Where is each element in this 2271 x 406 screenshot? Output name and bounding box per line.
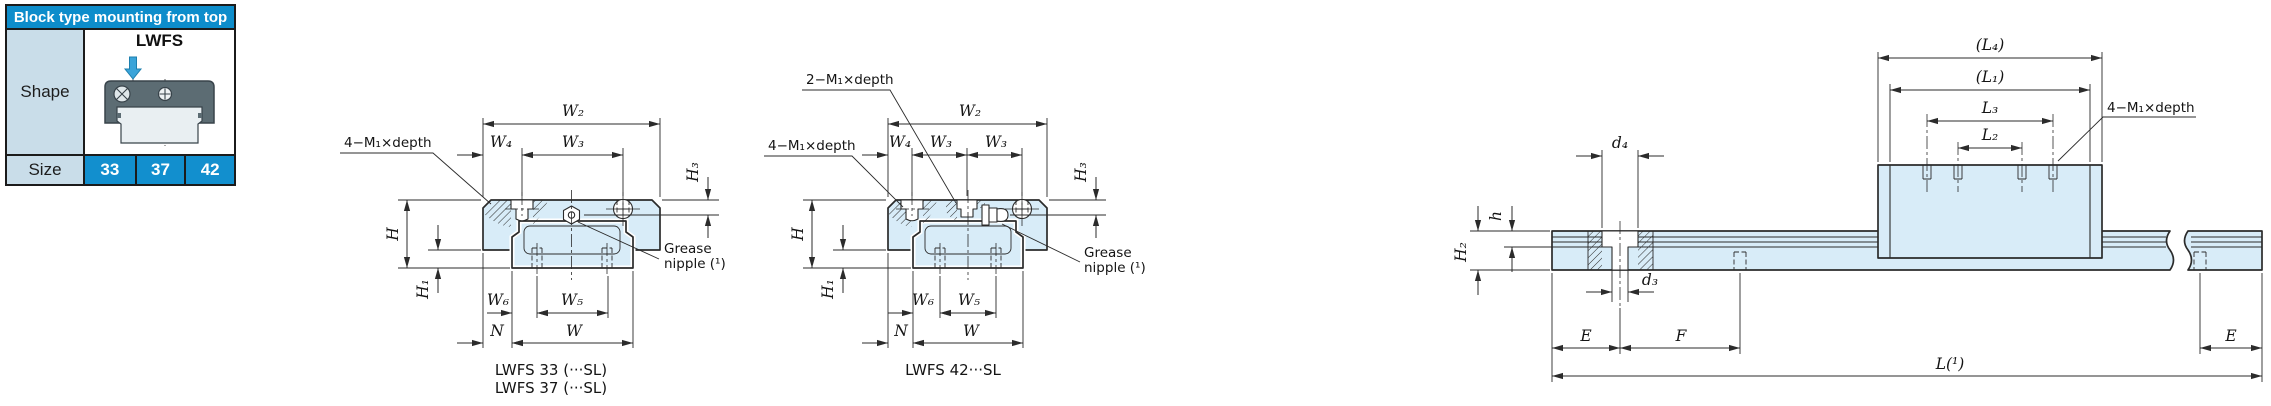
caption-lwfs37: LWFS 37 (···SL) — [495, 379, 607, 397]
mounting-screw-cross — [159, 88, 170, 100]
dim-label-w: W — [963, 322, 980, 340]
lwfs42-block-geometry — [887, 190, 1048, 280]
dim-label-l3: L₃ — [1981, 99, 1999, 117]
dim-label-d3: d₃ — [1642, 271, 1658, 289]
size-options: 33 37 42 — [85, 156, 234, 184]
dim-label-w4: W₄ — [490, 133, 512, 151]
table-header: Block type mounting from top — [7, 6, 234, 30]
dim-label-w3: W₃ — [562, 133, 584, 151]
dim-label-h3: H₃ — [684, 162, 702, 183]
dim-label-n: N — [489, 322, 505, 340]
dim-label-l1: (L₁) — [1976, 68, 2005, 86]
dim-label-h3: H₃ — [1072, 162, 1090, 183]
block-pictogram — [103, 56, 215, 146]
dim-label-h-counterbore: h — [1487, 211, 1505, 221]
dim-label-h2: H₂ — [1452, 242, 1470, 263]
shape-cell: LWFS — [85, 30, 234, 156]
dim-label-f: F — [1675, 327, 1688, 345]
dim-label-w3-left: W₃ — [930, 133, 952, 151]
size-option-33: 33 — [85, 156, 135, 184]
drawing-lwfs42-cross-section: W₂ W₄ W₃ W₃ H H₁ H₃ W₆ W₅ — [764, 72, 1146, 379]
dim-label-h1: H₁ — [819, 279, 837, 300]
size-option-42: 42 — [184, 156, 234, 184]
series-name: LWFS — [135, 31, 184, 50]
grease-nipple-label-line2: nipple (¹) — [1084, 260, 1146, 276]
mounting-direction-arrow — [123, 56, 142, 80]
dim-label-w2: W₂ — [562, 102, 584, 120]
dim-label-d4: d₄ — [1612, 134, 1628, 152]
grease-port-cross — [115, 88, 128, 100]
shape-row-label: Shape — [7, 30, 85, 156]
dim-label-w6: W₆ — [912, 291, 934, 309]
drawing-lwfs33-37-cross-section: W₂ W₄ W₃ H H₁ H₃ W₆ W₅ — [340, 102, 726, 397]
dim-label-l4: (L₄) — [1976, 36, 2005, 54]
dim-label-e-left: E — [1579, 327, 1592, 345]
rail-notch-right — [197, 113, 202, 118]
block-side-geometry — [1877, 114, 2103, 259]
dim-label-h1: H₁ — [414, 279, 432, 300]
bolt-leader-label: 4−M₁×depth — [2107, 100, 2195, 116]
side-view-dimensions: L₂ L₃ (L₁) (L₄) 4−M₁×depth d₄ d₃ h — [1452, 36, 2263, 382]
caption-lwfs42: LWFS 42···SL — [905, 361, 1001, 379]
rail-silhouette — [115, 106, 203, 144]
lwfs33-block-geometry — [482, 190, 661, 280]
dim-label-w6: W₆ — [487, 291, 509, 309]
rail-notch-left — [116, 113, 121, 118]
bolt-leader-label: 4−M₁×depth — [344, 135, 432, 151]
size-option-37: 37 — [134, 156, 185, 184]
grease-nipple-side-icon — [981, 204, 1009, 226]
grease-nipple-label-line1: Grease — [664, 241, 712, 257]
size-row-label: Size — [7, 156, 85, 184]
dim-label-w2: W₂ — [959, 102, 981, 120]
dim-label-w5: W₅ — [561, 291, 584, 309]
side-bolt-leader-label: 4−M₁×depth — [768, 138, 856, 154]
dim-label-e-right: E — [2224, 327, 2237, 345]
dim-label-n: N — [893, 322, 909, 340]
dim-label-w: W — [566, 322, 583, 340]
lwfs33-dimensions: W₂ W₄ W₃ H H₁ H₃ W₆ W₅ — [340, 102, 726, 348]
spec-table: Block type mounting from top Shape LWFS — [5, 4, 236, 186]
dim-label-h: H — [384, 227, 402, 242]
dim-label-l2: L₂ — [1981, 126, 1999, 144]
caption-lwfs33: LWFS 33 (···SL) — [495, 361, 607, 379]
top-bolt-leader-label: 2−M₁×depth — [806, 72, 894, 88]
dim-label-w3-right: W₃ — [985, 133, 1007, 151]
dim-label-w4: W₄ — [889, 133, 911, 151]
dim-label-l-total: L(¹) — [1935, 355, 1965, 373]
dim-label-h: H — [789, 227, 807, 242]
grease-nipple-label-line2: nipple (¹) — [664, 256, 726, 272]
dim-label-w5: W₅ — [958, 291, 981, 309]
drawing-side-view: L₂ L₃ (L₁) (L₄) 4−M₁×depth d₄ d₃ h — [1452, 36, 2263, 382]
lwfs42-dimensions: W₂ W₄ W₃ W₃ H H₁ H₃ W₆ W₅ — [764, 72, 1146, 348]
grease-nipple-label-line1: Grease — [1084, 245, 1132, 261]
